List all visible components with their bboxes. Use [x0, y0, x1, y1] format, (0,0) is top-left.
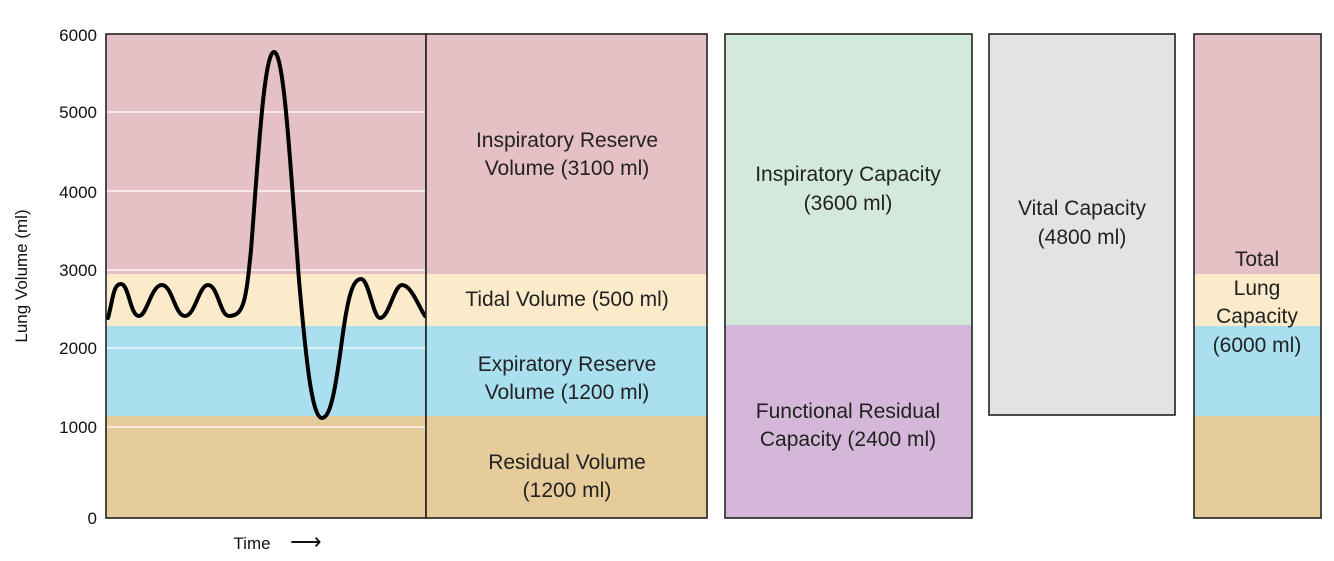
tlc-label-line1: Total [1235, 248, 1279, 271]
ic-label-line2: (3600 ml) [804, 192, 893, 215]
erv-label-line1: Expiratory Reserve [478, 353, 657, 376]
y-axis-title: Lung Volume (ml) [12, 209, 31, 342]
frc-label-line2: Capacity (2400 ml) [760, 428, 936, 451]
vc-panel: Vital Capacity (4800 ml) [988, 33, 1176, 416]
volume-bands-plot [105, 33, 427, 519]
y-axis: 0 1000 2000 3000 4000 5000 6000 Lung Vol… [12, 26, 97, 528]
tlc-band-irv [1194, 34, 1321, 274]
erv-label-line2: Volume (1200 ml) [485, 381, 650, 404]
volume-labels-panel: Inspiratory Reserve Volume (3100 ml) Tid… [425, 33, 708, 519]
ytick-label: 3000 [59, 261, 97, 280]
ytick-label: 5000 [59, 103, 97, 122]
rv-label-line1: Residual Volume [488, 451, 646, 474]
frc-label-line1: Functional Residual [756, 400, 940, 423]
vc-label-line2: (4800 ml) [1038, 226, 1127, 249]
tlc-band-tidal [1194, 274, 1321, 326]
ic-block [725, 34, 972, 325]
rv-label-line2: (1200 ml) [523, 479, 612, 502]
band-rv-plot [106, 416, 426, 518]
ic-label-line1: Inspiratory Capacity [755, 163, 941, 186]
band-tidal [426, 274, 707, 326]
tlc-band-erv [1194, 326, 1321, 416]
tlc-band-rv [1194, 416, 1321, 518]
tlc-label-line3: Capacity [1216, 305, 1298, 328]
band-rv [426, 416, 707, 518]
irv-label-line1: Inspiratory Reserve [476, 129, 658, 152]
vc-block [988, 33, 1176, 416]
x-axis: Time ⟶ [233, 529, 321, 554]
ytick-label: 2000 [59, 339, 97, 358]
ytick-label: 6000 [59, 26, 97, 45]
volume-panel-frame [425, 33, 708, 519]
band-irv [426, 34, 707, 274]
gridlines [106, 111, 426, 428]
vc-label-line1: Vital Capacity [1018, 197, 1147, 220]
tidal-label: Tidal Volume (500 ml) [465, 288, 668, 311]
tlc-label-line4: (6000 ml) [1213, 334, 1302, 357]
tlc-panel: Total Lung Capacity (6000 ml) [1193, 33, 1322, 519]
ic-frc-frame [724, 33, 973, 519]
ytick-label: 0 [88, 509, 97, 528]
irv-label-line2: Volume (3100 ml) [485, 157, 650, 180]
tlc-label-line2: Lung [1234, 277, 1281, 300]
ytick-label: 1000 [59, 418, 97, 437]
frc-block [725, 325, 972, 518]
band-erv-plot [106, 326, 426, 416]
x-axis-arrow-icon: ⟶ [290, 529, 322, 554]
spirometer-trace [106, 50, 427, 420]
tlc-frame [1193, 33, 1322, 519]
ytick-label: 4000 [59, 183, 97, 202]
x-axis-title: Time [233, 534, 270, 553]
band-erv [426, 326, 707, 416]
ic-frc-panel: Inspiratory Capacity (3600 ml) Functiona… [724, 33, 973, 519]
